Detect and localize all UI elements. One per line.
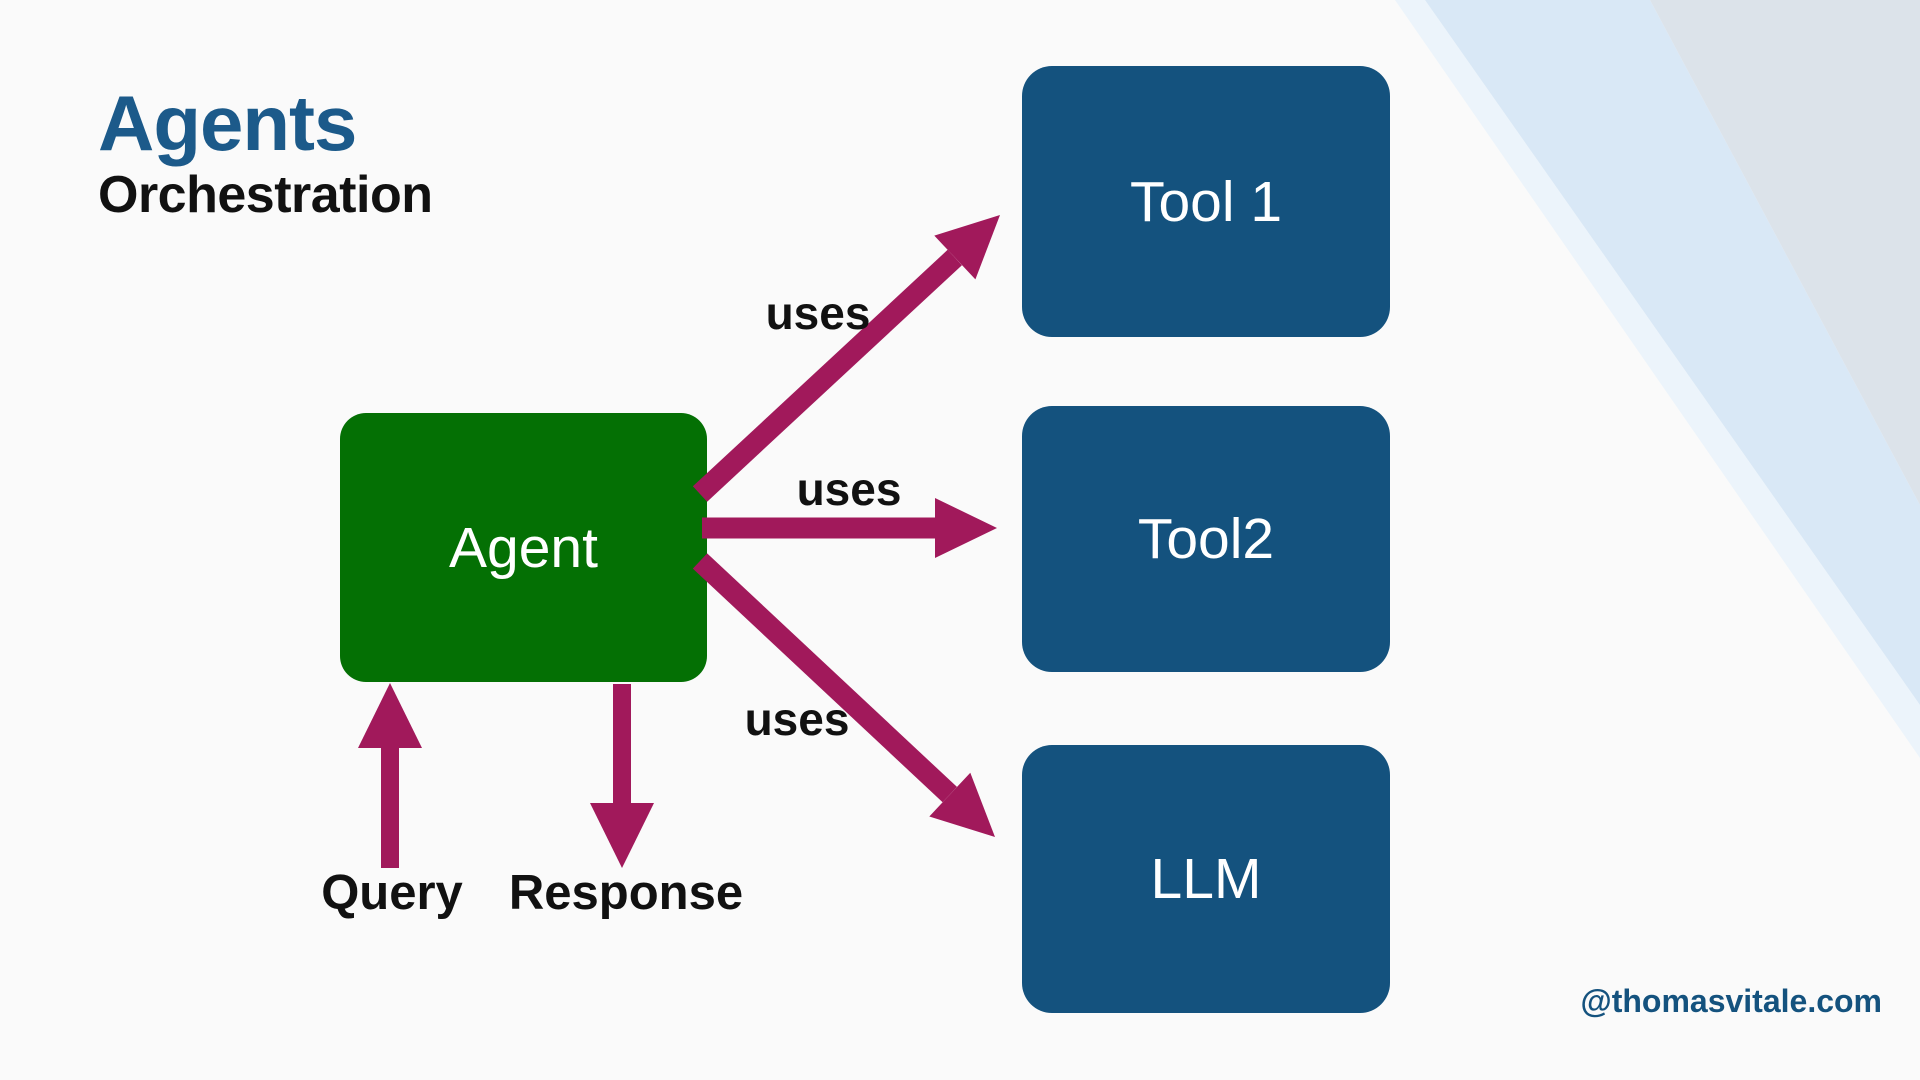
node-tool2: Tool2 [1022, 406, 1390, 672]
watermark-handle: @thomasvitale.com [1580, 983, 1882, 1019]
node-llm-label: LLM [1150, 847, 1262, 911]
node-tool1-label: Tool 1 [1129, 169, 1283, 234]
arrow-response-down-icon [590, 684, 654, 868]
node-agent: Agent [340, 413, 707, 682]
node-agent-label: Agent [449, 515, 598, 580]
page-subtitle: Orchestration [98, 166, 433, 225]
page-title: Agents [98, 79, 357, 167]
title-block: Agents Orchestration [98, 79, 433, 225]
arrow-agent-to-tool1-icon [692, 215, 1000, 502]
node-llm: LLM [1022, 745, 1390, 1013]
edge-label-uses-tool2: uses [796, 463, 902, 515]
edge-label-query: Query [321, 866, 463, 920]
node-tool1: Tool 1 [1022, 66, 1390, 337]
edge-label-response: Response [508, 866, 744, 920]
edge-label-uses-tool1: uses [765, 287, 871, 339]
edge-label-uses-llm: uses [744, 693, 850, 745]
arrow-query-up-icon [358, 683, 422, 868]
node-tool2-label: Tool2 [1137, 507, 1275, 571]
